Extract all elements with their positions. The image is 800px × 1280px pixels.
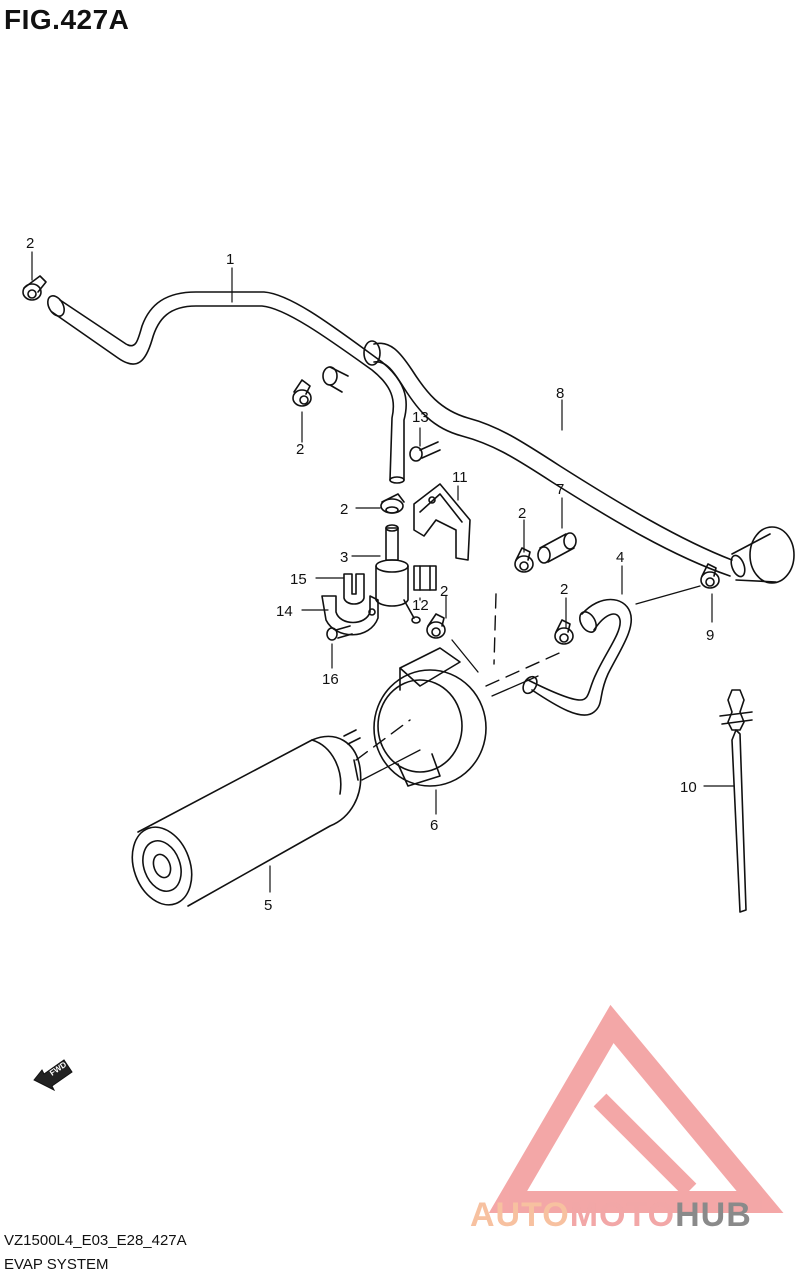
figure-code: VZ1500L4_E03_E28_427A [4,1232,187,1249]
callout-13: 13 [412,409,429,426]
clamp-2-upper-mid [292,379,312,407]
watermark-moto: MOTO [569,1196,676,1234]
cushion-15 [343,573,365,605]
callout-2-top-left: 2 [26,235,34,252]
callout-9: 9 [706,627,714,644]
callout-12: 12 [412,597,429,614]
callout-2-upper-mid: 2 [296,441,304,458]
watermark-hub: HUB [675,1196,752,1234]
valve-3 [375,524,421,624]
callout-3: 3 [340,549,348,566]
callout-1: 1 [226,251,234,268]
clip-12 [413,565,437,591]
canister-5 [131,729,362,907]
clamp-2-top-left [22,275,47,301]
hose-7 [537,532,577,564]
callout-2-right-lower: 2 [560,581,568,598]
bolt-13 [409,441,441,462]
callout-5: 5 [264,897,272,914]
clamp-2-right-bracket [514,547,534,573]
clamp-2-right-lower [554,619,574,645]
leader-lines [31,251,735,893]
bracket-14 [321,595,379,636]
callout-8: 8 [556,385,564,402]
bolt-16 [326,625,353,641]
callout-7: 7 [556,481,564,498]
callout-2-right-bracket: 2 [518,505,526,522]
callout-11: 11 [452,469,468,486]
fwd-arrow-icon: FWD [33,1059,73,1092]
callout-2-lower: 2 [440,583,448,600]
callout-16: 16 [322,671,339,688]
clamp-2-above-valve [380,493,405,514]
bracket-11 [413,483,471,561]
small-hose-upper [322,366,349,393]
watermark-logo-icon [488,1004,784,1213]
phantom-lines [355,593,567,761]
figure-title: FIG.427A [4,4,130,35]
watermark-text: AUTOMOTOHUB [470,1196,752,1235]
canister-holder-6 [373,647,487,787]
callout-6: 6 [430,817,438,834]
clamp-9 [700,563,720,589]
callout-14: 14 [276,603,293,620]
clamp-2-lower [426,613,446,639]
callout-10: 10 [680,779,697,796]
tie-10 [719,689,753,913]
callout-4: 4 [616,549,624,566]
watermark-auto: AUTO [470,1196,570,1234]
callout-2-above-valve: 2 [340,501,348,518]
figure-name: EVAP SYSTEM [4,1256,109,1273]
hose-4 [522,598,633,716]
hose-8 [363,340,795,584]
hose-1 [47,291,407,484]
callout-15: 15 [290,571,307,588]
